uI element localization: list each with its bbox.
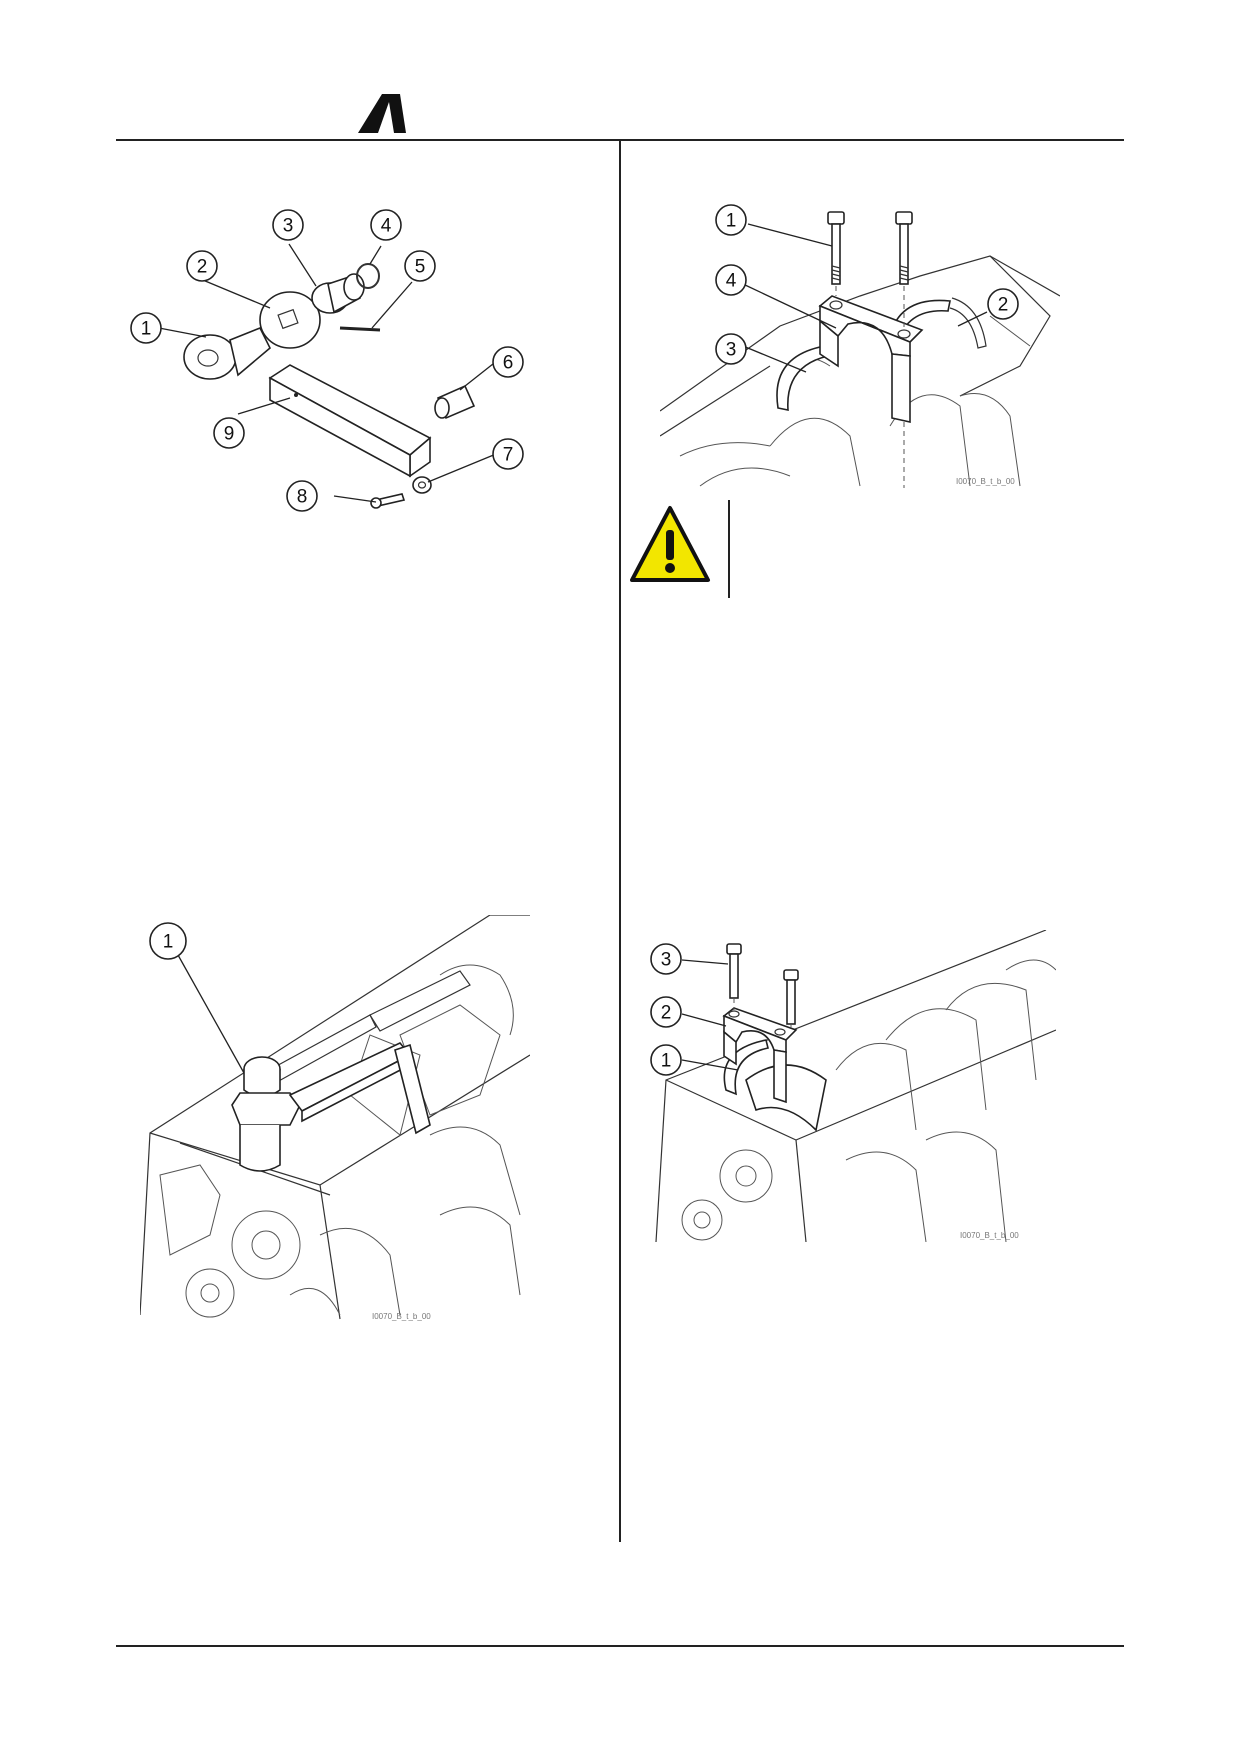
figure-main-bearing-cap: I0070_B_t_b_00 1 4 3 2 — [659, 196, 1061, 488]
callout-3: 3 — [650, 943, 682, 975]
figure-tool-installed: I0070_B_t_b_00 1 — [139, 914, 531, 1323]
cap-bolt-2 — [895, 211, 913, 285]
svg-text:1: 1 — [141, 319, 152, 340]
callout-1: 1 — [650, 1044, 682, 1076]
callout-8: 8 — [286, 480, 318, 512]
tool-pin — [339, 326, 381, 332]
svg-text:5: 5 — [415, 257, 426, 278]
svg-text:6: 6 — [503, 353, 514, 374]
column-divider — [619, 141, 621, 1542]
svg-text:4: 4 — [726, 271, 737, 292]
callout-3: 3 — [715, 333, 747, 365]
figure-tool-kit: 1 2 3 4 5 6 7 8 9 — [120, 200, 560, 520]
svg-text:I0070_B_t_b_00: I0070_B_t_b_00 — [960, 1231, 1019, 1240]
tool-screw — [370, 493, 406, 509]
callout-1: 1 — [149, 922, 187, 960]
svg-text:1: 1 — [163, 932, 174, 953]
callout-9: 9 — [213, 417, 245, 449]
tool-adapter — [311, 273, 365, 314]
cap-bolt-1 — [827, 211, 845, 285]
svg-text:I0070_B_t_b_00: I0070_B_t_b_00 — [372, 1312, 431, 1321]
cap-bolt-2 — [783, 969, 799, 1025]
svg-text:2: 2 — [998, 295, 1009, 316]
svg-text:2: 2 — [197, 257, 208, 278]
header-rule — [116, 139, 1124, 141]
callout-4: 4 — [715, 264, 747, 296]
tool-plate — [259, 291, 321, 349]
callout-7: 7 — [492, 438, 524, 470]
callout-2: 2 — [650, 996, 682, 1028]
svg-text:9: 9 — [224, 424, 235, 445]
callout-6: 6 — [492, 346, 524, 378]
brand-logo — [356, 92, 408, 134]
tool-snap-ring — [356, 263, 380, 289]
svg-text:3: 3 — [283, 216, 294, 237]
callout-1: 1 — [715, 204, 747, 236]
tool-spacer — [434, 384, 476, 420]
cap-bolt-1 — [726, 943, 742, 999]
warning-block — [626, 500, 734, 598]
callout-3: 3 — [272, 209, 304, 241]
callout-4: 4 — [370, 209, 402, 241]
footer-rule — [116, 1645, 1124, 1647]
svg-text:3: 3 — [726, 340, 737, 361]
svg-text:7: 7 — [503, 445, 514, 466]
svg-text:1: 1 — [661, 1051, 672, 1072]
tool-bar — [268, 364, 432, 478]
callout-2: 2 — [186, 250, 218, 282]
callout-5: 5 — [404, 250, 436, 282]
svg-text:2: 2 — [661, 1003, 672, 1024]
callout-1: 1 — [130, 312, 162, 344]
tool-washer — [412, 476, 432, 494]
tool-ratchet-head — [183, 326, 271, 380]
svg-text:4: 4 — [381, 216, 392, 237]
svg-text:1: 1 — [726, 211, 737, 232]
svg-text:3: 3 — [661, 950, 672, 971]
callout-2: 2 — [987, 288, 1019, 320]
svg-text:I0070_B_t_b_00: I0070_B_t_b_00 — [956, 477, 1015, 486]
figure-rear-bearing-cap: I0070_B_t_b_00 3 2 1 — [646, 929, 1057, 1243]
warning-triangle-icon — [630, 506, 710, 582]
installed-tool — [231, 1042, 431, 1172]
svg-text:8: 8 — [297, 487, 308, 508]
